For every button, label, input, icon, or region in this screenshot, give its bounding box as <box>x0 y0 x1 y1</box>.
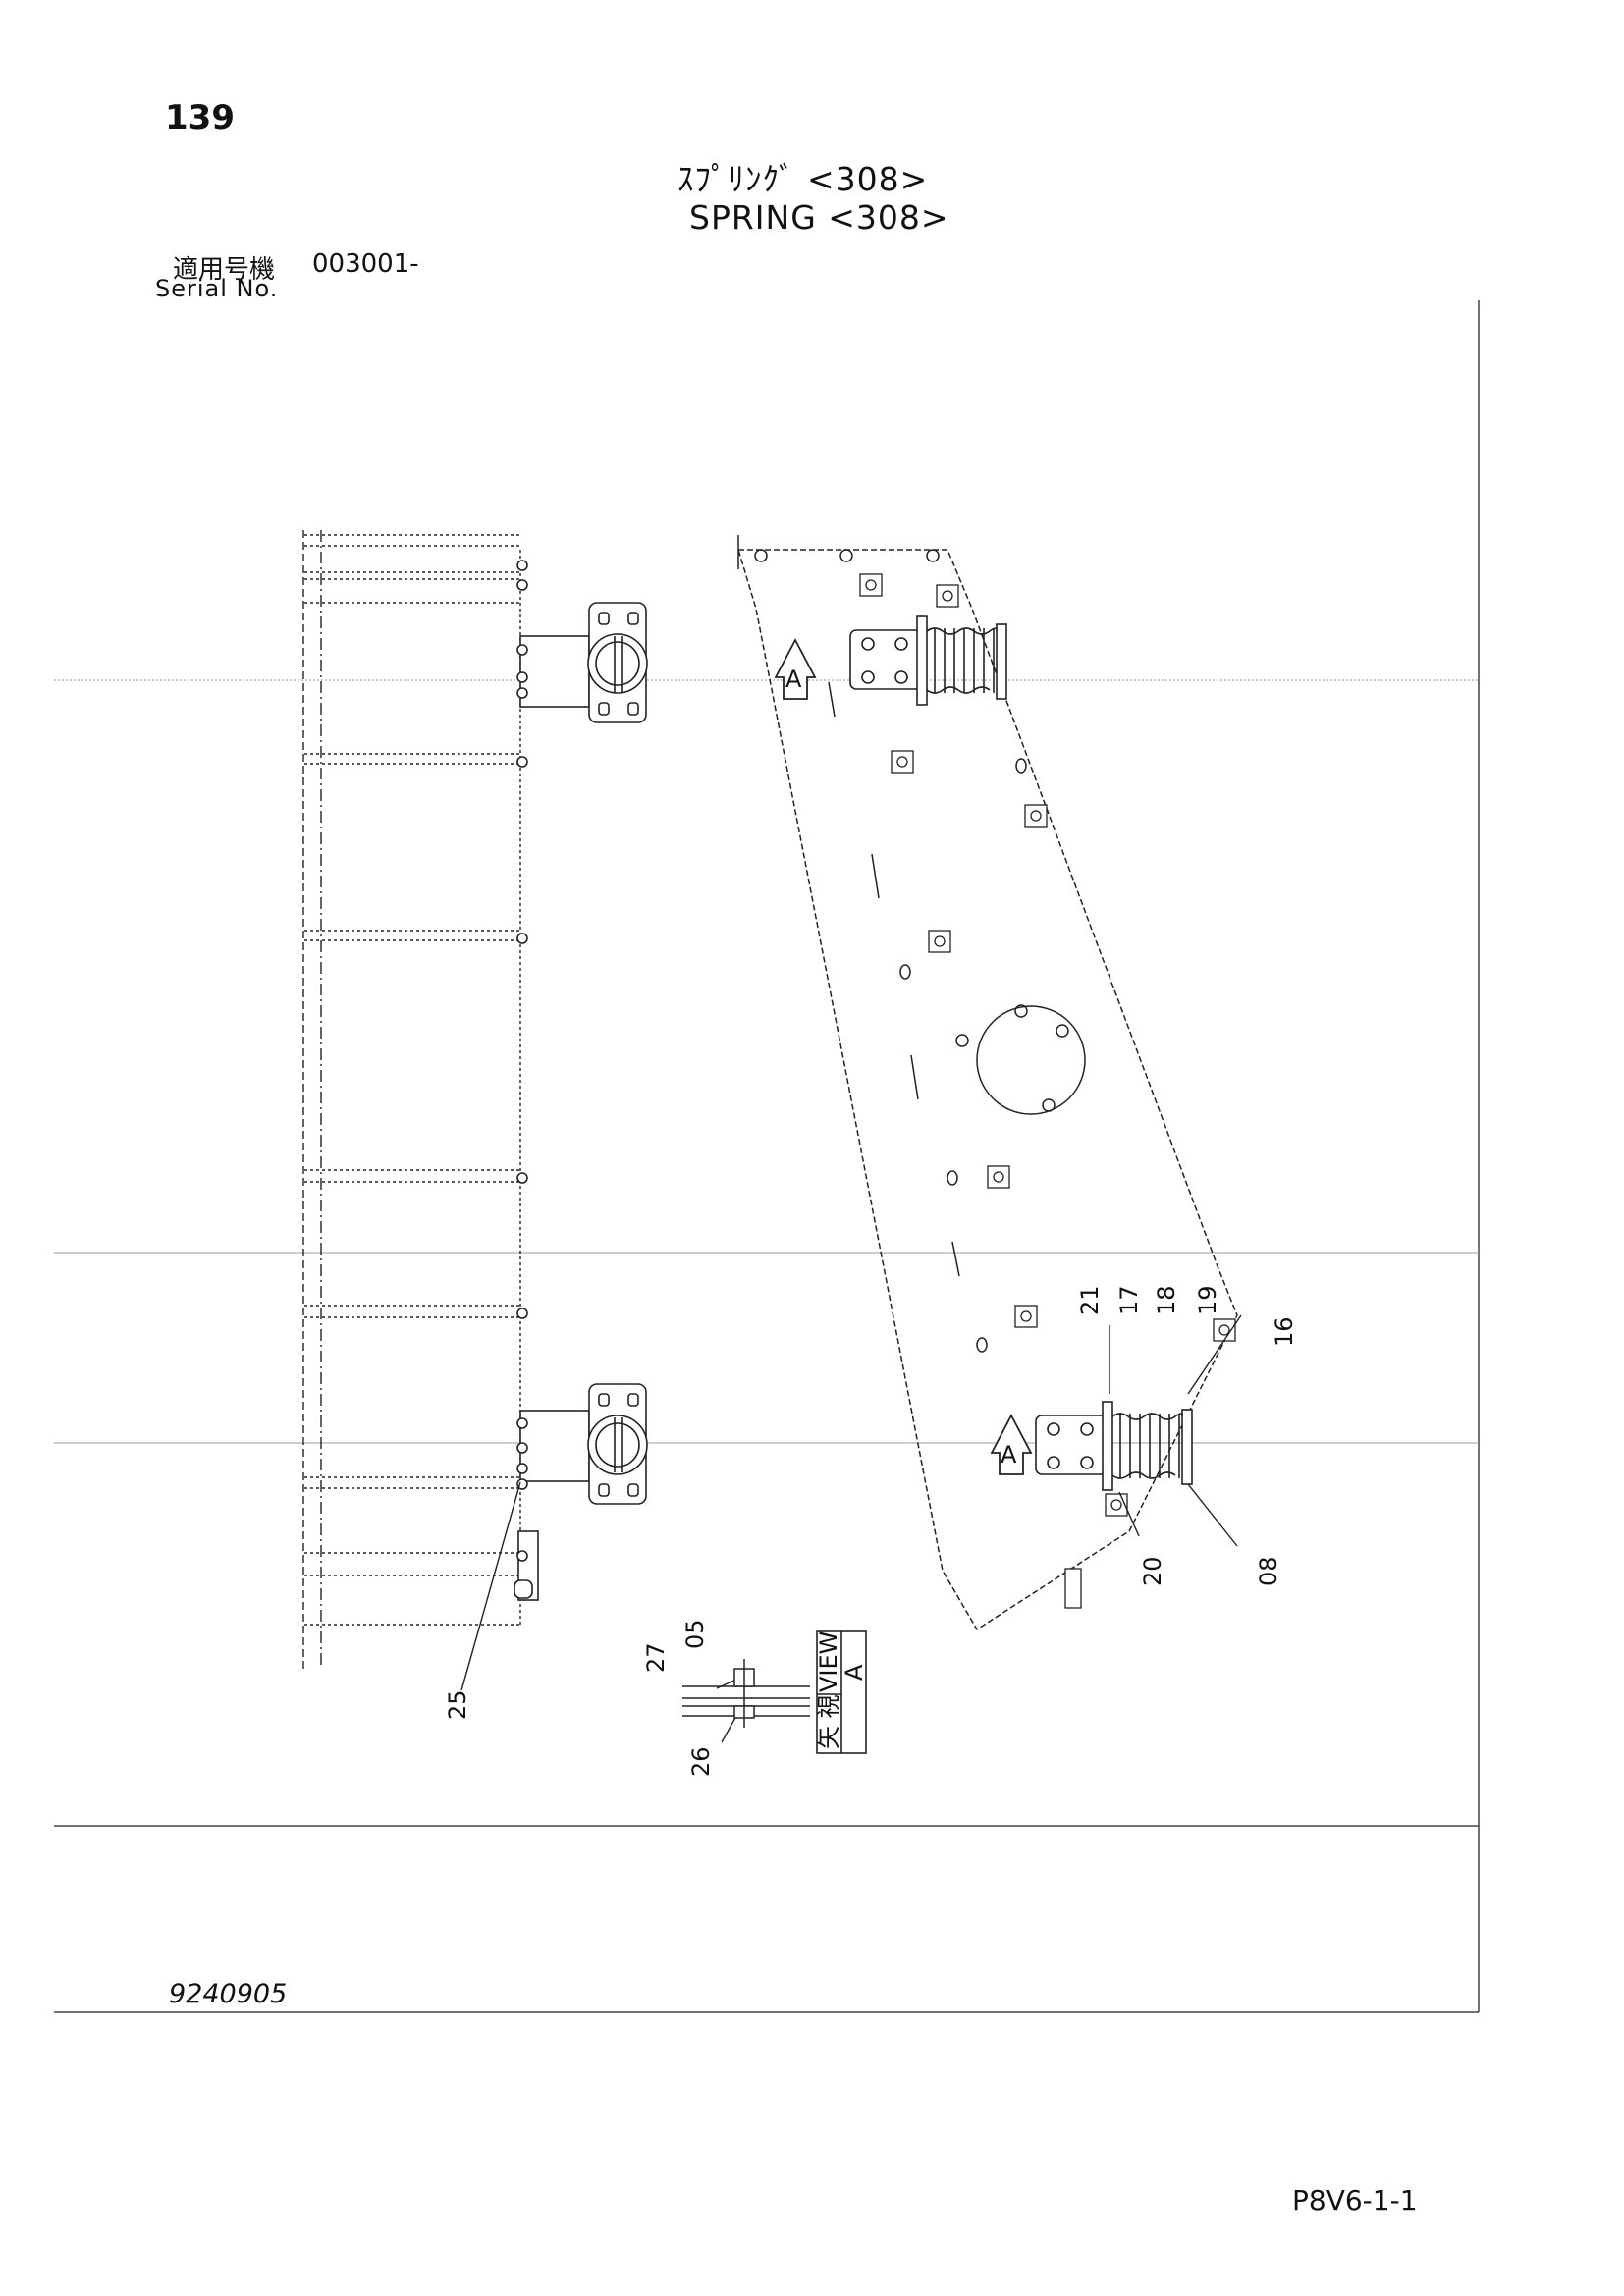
upper-spring-bracket-side <box>516 560 648 1319</box>
callout-21: 21 <box>1076 1285 1104 1315</box>
section-detail <box>682 1659 810 1728</box>
callout-16: 16 <box>1271 1316 1298 1347</box>
callout-25: 25 <box>444 1689 471 1720</box>
drawing-number: 9240905 <box>169 1979 288 2009</box>
callout-18: 18 <box>1153 1285 1180 1315</box>
callout-26: 26 <box>687 1746 715 1777</box>
serial-label-japanese: 適用号機 <box>173 255 276 285</box>
lower-spring-bracket-side <box>514 1383 648 1601</box>
plate-pads <box>859 573 1236 1609</box>
view-label-japanese: 矢 視 <box>815 1694 842 1749</box>
page-code: P8V6-1-1 <box>1292 2184 1418 2216</box>
callout-17: 17 <box>1115 1285 1143 1315</box>
callout-27: 27 <box>642 1642 670 1673</box>
serial-label-english: Serial No. <box>155 275 279 302</box>
lower-spring-assembly <box>1035 1401 1193 1491</box>
side-view-frame <box>302 530 521 1669</box>
serial-number-value: 003001- <box>312 249 419 279</box>
frame-lines <box>54 300 1480 2013</box>
title-english: SPRING <308> <box>689 198 949 237</box>
callout-leaders <box>460 1314 1242 1743</box>
view-label-english: VIEW <box>815 1631 842 1692</box>
callout-05: 05 <box>681 1619 709 1649</box>
callout-19: 19 <box>1194 1285 1221 1315</box>
view-arrow-letter: A <box>1001 1441 1017 1468</box>
view-a-box <box>816 1630 867 1754</box>
callout-20: 20 <box>1139 1556 1166 1586</box>
page-number: 139 <box>165 98 235 137</box>
spring-mounting-plate <box>736 535 1238 1631</box>
view-arrow-upper <box>774 638 817 700</box>
title-japanese: ｽﾌﾟﾘﾝｸﾞ <308> <box>677 160 929 198</box>
callout-08: 08 <box>1255 1556 1282 1586</box>
view-arrow-letter: A <box>785 666 802 693</box>
view-label-letter: A <box>840 1664 868 1681</box>
upper-spring-assembly <box>849 615 1007 706</box>
view-arrow-lower <box>990 1414 1033 1475</box>
